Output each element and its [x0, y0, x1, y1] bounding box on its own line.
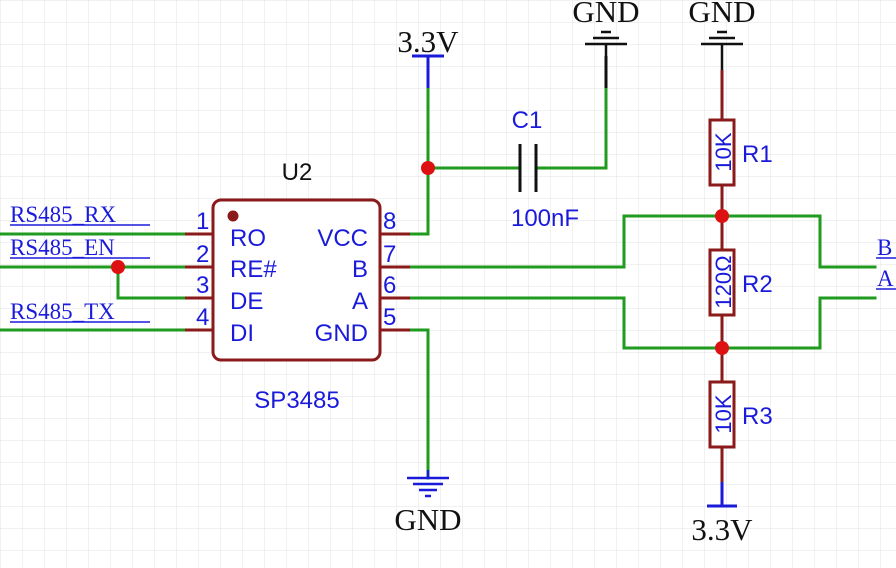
- net-label-underlines: [10, 224, 896, 323]
- pin-name-di: DI: [230, 320, 254, 347]
- wires: [0, 86, 877, 480]
- wire-a-net: [622, 296, 877, 350]
- gnd-cap-label: GND: [572, 0, 639, 29]
- c1-designator: C1: [512, 107, 543, 134]
- resistor-r2[interactable]: [708, 248, 736, 317]
- pin-num-2: 2: [196, 241, 209, 268]
- pin-num-7: 7: [383, 241, 396, 268]
- r2-value: 120Ω: [711, 255, 736, 308]
- pin-name-ro: RO: [230, 225, 266, 252]
- pin-num-3: 3: [196, 272, 209, 299]
- capacitor-c1[interactable]: [518, 144, 538, 192]
- chip-designator: U2: [282, 159, 313, 186]
- resistor-r1[interactable]: [708, 118, 736, 187]
- vcc-bottom-label: 3.3V: [691, 512, 753, 547]
- junction-vcc-cap: [421, 161, 435, 175]
- pin-name-re: RE#: [230, 256, 277, 283]
- vcc-symbol-top: [412, 54, 444, 88]
- r3-value: 10K: [711, 394, 736, 433]
- gnd-res-label: GND: [688, 0, 755, 29]
- junction-a: [715, 341, 729, 355]
- chip-part: SP3485: [254, 387, 339, 414]
- pin-num-6: 6: [383, 272, 396, 299]
- gnd-symbol-res: [701, 30, 743, 70]
- resistor-r3[interactable]: [708, 380, 736, 449]
- c1-value: 100nF: [511, 205, 579, 232]
- gnd-symbol-chip: [407, 470, 449, 498]
- r1-designator: R1: [742, 141, 773, 168]
- wire-de: [116, 265, 215, 300]
- net-label-b: B: [877, 235, 892, 260]
- chip-u2[interactable]: [185, 198, 410, 362]
- r1-value: 10K: [711, 132, 736, 171]
- vcc-symbol-bottom: [707, 482, 737, 508]
- pin-name-gnd: GND: [315, 320, 368, 347]
- wire-b-net: [622, 214, 877, 269]
- net-label-en: RS485_EN: [10, 235, 115, 260]
- net-label-rx: RS485_RX: [10, 202, 116, 227]
- vcc-top-label: 3.3V: [397, 24, 459, 59]
- pin-num-4: 4: [196, 304, 209, 331]
- pin-name-vcc: VCC: [317, 225, 368, 252]
- pin-name-b: B: [352, 256, 368, 283]
- pin1-indicator: [227, 210, 239, 222]
- r3-designator: R3: [742, 403, 773, 430]
- junction-dots: [111, 161, 729, 355]
- pin-name-de: DE: [230, 288, 263, 315]
- r2-designator: R2: [742, 271, 773, 298]
- junction-en-de: [111, 260, 125, 274]
- pin-num-8: 8: [383, 208, 396, 235]
- wire-cap-right: [536, 86, 608, 170]
- pin-num-5: 5: [383, 304, 396, 331]
- gnd-symbol-cap: [585, 30, 627, 88]
- chip-body: [211, 198, 382, 362]
- net-label-tx: RS485_TX: [10, 299, 115, 324]
- pin-name-a: A: [352, 288, 368, 315]
- pin-num-1: 1: [196, 208, 209, 235]
- gnd-chip-label: GND: [394, 502, 461, 537]
- junction-b: [715, 209, 729, 223]
- net-label-a: A: [877, 266, 894, 291]
